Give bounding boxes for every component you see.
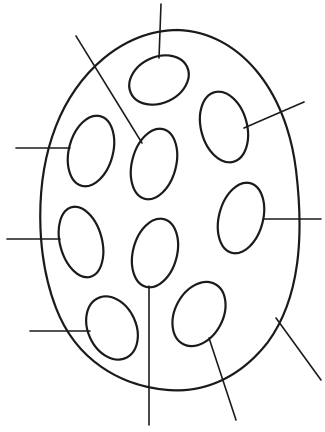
leader-line-cell-boundary [276,318,321,380]
organelle-center-lower [125,213,186,292]
cell-outline [40,30,299,390]
leader-line-upper-right [244,102,304,128]
organelle-lower-right [162,273,236,356]
organelle-right [210,178,271,259]
leader-line-diagonal [76,36,142,143]
leader-line-bottom-right [209,338,236,420]
leader-line-top [159,4,161,58]
organelle-left-middle [51,202,110,282]
organelle-upper-left [60,111,121,192]
organelle-center-upper [123,124,184,205]
